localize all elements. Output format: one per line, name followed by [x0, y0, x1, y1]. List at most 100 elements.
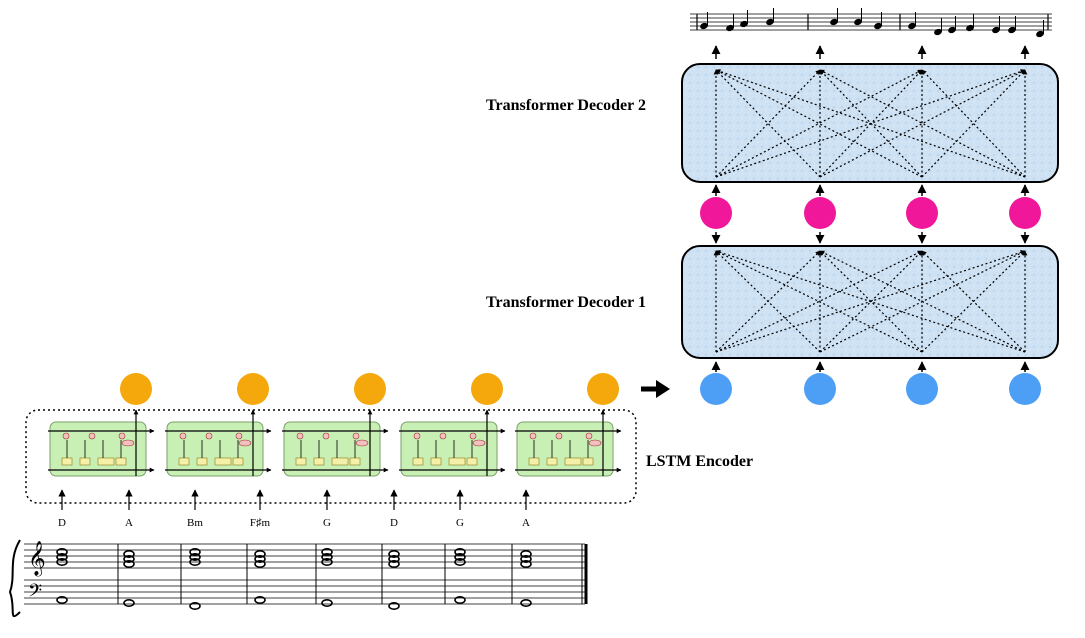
chord-note — [321, 557, 333, 566]
decoder-hidden-node — [1009, 197, 1041, 229]
tanh-op — [588, 439, 602, 447]
tanh-op — [238, 439, 252, 447]
chord-label: G — [323, 517, 331, 529]
encoder-to-decoder-arrow — [641, 380, 670, 398]
lstm-cell — [165, 373, 272, 477]
pointwise-op — [555, 432, 563, 440]
chord-note — [56, 557, 68, 566]
chord-label: A — [125, 517, 133, 529]
chord-note — [56, 552, 68, 561]
pointwise-op — [62, 432, 70, 440]
lstm-encoder-box — [25, 409, 637, 504]
chord-note — [520, 559, 532, 568]
chord-note — [388, 549, 400, 558]
gate-box — [564, 457, 582, 466]
lstm-cell — [48, 373, 155, 477]
transformer-decoder-1 — [681, 245, 1059, 359]
chord-note — [189, 552, 201, 561]
melody-note — [874, 22, 882, 30]
gate-box — [295, 457, 307, 466]
chord-label: D — [58, 517, 66, 529]
chord-label: G — [456, 517, 464, 529]
gate-box — [115, 457, 127, 466]
decoder-input-node — [1009, 373, 1041, 405]
gate-box — [430, 457, 442, 466]
tanh-op — [355, 439, 369, 447]
chord-note — [454, 557, 466, 566]
pointwise-op — [118, 432, 126, 440]
transformer-decoder-2 — [681, 63, 1059, 183]
brace — [8, 539, 21, 618]
gate-box — [331, 457, 349, 466]
decoder-hidden-node — [906, 197, 938, 229]
gate-box — [196, 457, 208, 466]
chord-note — [388, 559, 400, 568]
attention-link — [921, 250, 1026, 353]
lstm-cell-body — [283, 421, 381, 477]
chord-label: D — [390, 517, 398, 529]
decoder-hidden-node — [804, 197, 836, 229]
pointwise-op — [205, 432, 213, 440]
chord-note — [56, 547, 68, 556]
melody-note — [854, 18, 862, 26]
gate-box — [448, 457, 466, 466]
melody-note — [1008, 26, 1016, 34]
attention-link — [715, 69, 1026, 178]
bass-note — [454, 595, 466, 604]
encoder-output-node — [237, 373, 269, 405]
pointwise-op — [179, 432, 187, 440]
decoder1-label: Transformer Decoder 1 — [486, 294, 646, 311]
chord-note — [388, 554, 400, 563]
chord-note — [321, 552, 333, 561]
lstm-cell-body — [516, 421, 614, 477]
melody-note — [908, 22, 916, 30]
decoder-input-node — [804, 373, 836, 405]
gate-box — [528, 457, 540, 466]
bass-note — [520, 598, 532, 607]
bass-note — [189, 601, 201, 610]
tanh-op — [121, 439, 135, 447]
chord-note — [123, 554, 135, 563]
bass-clef: 𝄢 — [28, 581, 42, 606]
chord-note — [454, 552, 466, 561]
gate-box — [232, 457, 244, 466]
pointwise-op — [352, 432, 360, 440]
chord-note — [123, 549, 135, 558]
melody-note — [700, 22, 708, 30]
pointwise-op — [585, 432, 593, 440]
gate-box — [582, 457, 594, 466]
decoder-hidden-node — [700, 197, 732, 229]
bass-note — [123, 598, 135, 607]
bass-note — [56, 595, 68, 604]
chord-score: 𝄞𝄢 — [8, 539, 588, 618]
encoder-output-node — [120, 373, 152, 405]
chord-note — [254, 559, 266, 568]
gate-box — [97, 457, 115, 466]
melody-note — [1036, 30, 1044, 38]
gate-box — [61, 457, 73, 466]
gate-box — [546, 457, 558, 466]
chord-label: A — [522, 517, 530, 529]
gate-box — [214, 457, 232, 466]
lstm-cell — [399, 373, 506, 477]
treble-clef: 𝄞 — [28, 541, 46, 577]
pointwise-op — [322, 432, 330, 440]
melody-staff — [690, 8, 1052, 38]
encoder-label: LSTM Encoder — [646, 453, 753, 470]
pointwise-op — [469, 432, 477, 440]
lstm-cell — [282, 373, 389, 477]
lstm-cell-body — [49, 421, 147, 477]
lstm-cell-body — [166, 421, 264, 477]
pointwise-op — [529, 432, 537, 440]
attention-link — [819, 250, 923, 353]
chord-note — [254, 554, 266, 563]
pointwise-op — [235, 432, 243, 440]
bass-note — [321, 598, 333, 607]
decoder-token-nodes — [700, 45, 1041, 405]
chord-note — [123, 559, 135, 568]
chord-note — [520, 554, 532, 563]
decoder-input-node — [700, 373, 732, 405]
